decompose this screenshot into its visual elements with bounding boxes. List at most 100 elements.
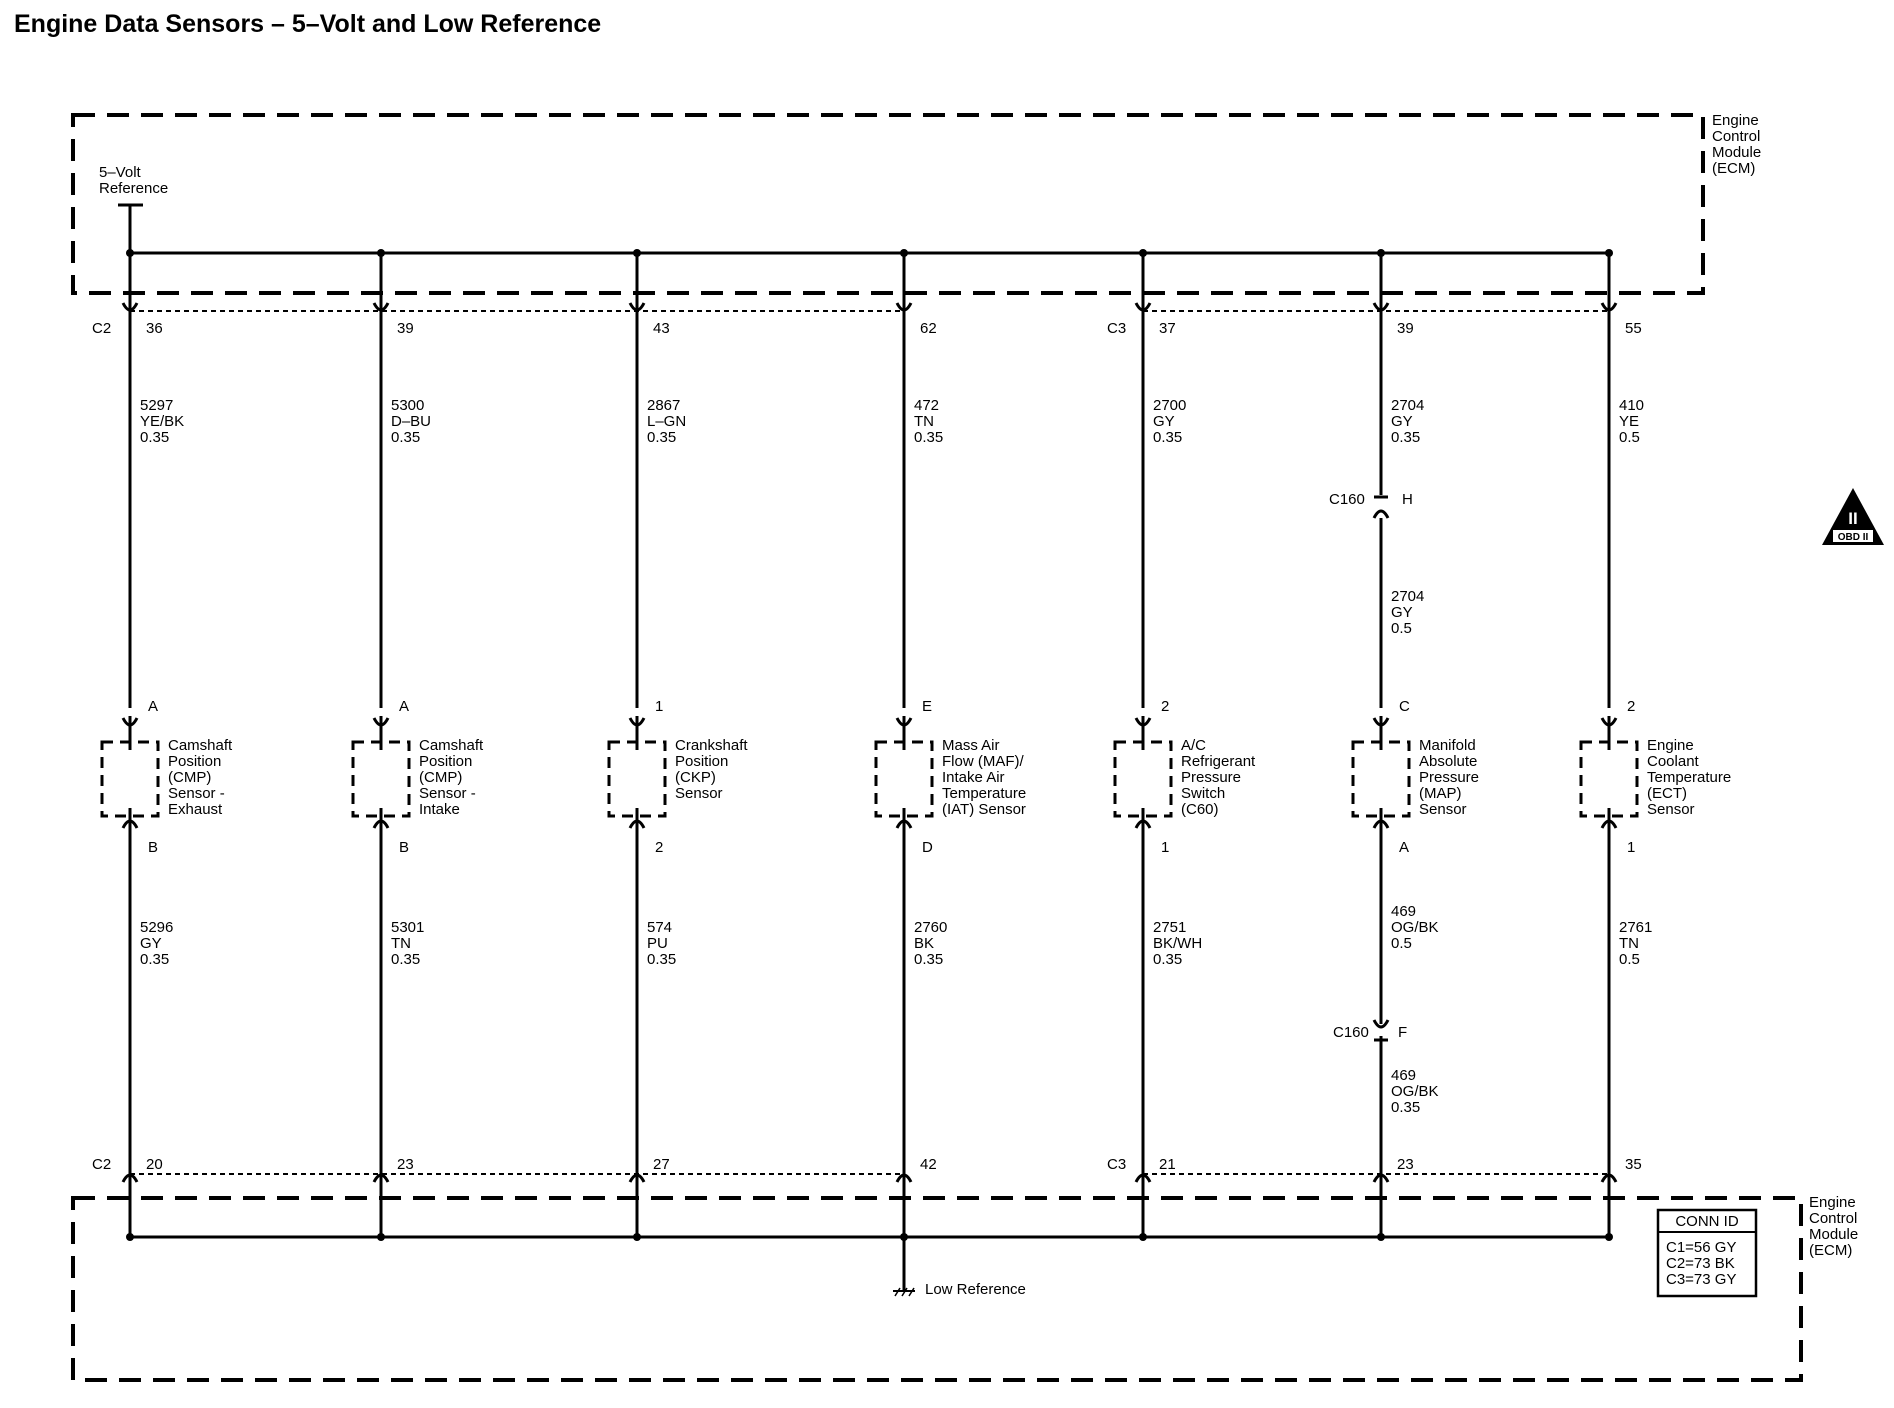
- sensor-name: (ECT): [1647, 785, 1687, 802]
- wire-label-upper: 2704: [1391, 397, 1424, 414]
- sensor-name: (IAT) Sensor: [942, 801, 1026, 818]
- wire-label-lower: 0.5: [1391, 935, 1412, 952]
- wire-label-upper: GY: [1391, 413, 1413, 430]
- sensor-pin-bottom: 1: [1161, 839, 1169, 856]
- svg-text:C3=73 GY: C3=73 GY: [1666, 1271, 1736, 1288]
- sensor-name: Pressure: [1181, 769, 1241, 786]
- connector-label-c2-bottom: C2: [92, 1156, 111, 1173]
- sensor-pin-top: A: [148, 698, 158, 715]
- sensor-name: Sensor -: [168, 785, 225, 802]
- sensor-name: Absolute: [1419, 753, 1477, 770]
- svg-text:5–Volt: 5–Volt: [99, 164, 142, 181]
- svg-text:(ECM): (ECM): [1712, 160, 1755, 177]
- sensor-box: [351, 740, 411, 818]
- ecm-pin-bottom: 42: [920, 1156, 937, 1173]
- ecm-pin-bottom: 27: [653, 1156, 670, 1173]
- sensor-name: Position: [419, 753, 472, 770]
- svg-text:Control: Control: [1809, 1210, 1857, 1227]
- sensor-box: [1579, 740, 1639, 818]
- sensor-name: Switch: [1181, 785, 1225, 802]
- wire-label-lower: 0.35: [140, 951, 169, 968]
- sensor-pin-bottom: B: [148, 839, 158, 856]
- sensor-name: (CMP): [419, 769, 462, 786]
- ecm-bottom-label: Engine Control Module (ECM): [1809, 1194, 1858, 1259]
- wire-label-upper: 2867: [647, 397, 680, 414]
- wire-label-upper-2: 0.5: [1391, 620, 1412, 637]
- svg-text:Engine: Engine: [1809, 1194, 1856, 1211]
- svg-text:C2=73 BK: C2=73 BK: [1666, 1255, 1735, 1272]
- svg-text:C160: C160: [1329, 491, 1365, 508]
- sensor-name: Sensor: [675, 785, 723, 802]
- sensor-pin-top: E: [922, 698, 932, 715]
- obd-ii-badge: II OBD II: [1822, 488, 1884, 545]
- svg-text:(ECM): (ECM): [1809, 1242, 1852, 1259]
- wire-label-lower: PU: [647, 935, 668, 952]
- svg-text:C160: C160: [1333, 1024, 1369, 1041]
- ecm-pin-top: 36: [146, 320, 163, 337]
- sensor-circuits: 36205297YE/BK0.355296GY0.35ABCamshaftPos…: [100, 249, 1731, 1241]
- ecm-top-box: [71, 113, 1705, 295]
- wire-label-lower: TN: [391, 935, 411, 952]
- sensor-name: Mass Air: [942, 737, 1000, 754]
- page-title: Engine Data Sensors – 5–Volt and Low Ref…: [14, 10, 602, 38]
- sensor-pin-bottom: 2: [655, 839, 663, 856]
- wire-label-upper: 2700: [1153, 397, 1186, 414]
- sensor-name: (CKP): [675, 769, 716, 786]
- svg-text:Control: Control: [1712, 128, 1760, 145]
- wire-label-upper: 0.35: [140, 429, 169, 446]
- wire-label-lower: 2751: [1153, 919, 1186, 936]
- sensor-pin-bottom: A: [1399, 839, 1409, 856]
- wire-label-lower: 5296: [140, 919, 173, 936]
- wire-label-upper: 0.35: [647, 429, 676, 446]
- sensor-pin-bottom: B: [399, 839, 409, 856]
- connector-label-c3-top: C3: [1107, 320, 1126, 337]
- wire-label-upper: 5300: [391, 397, 424, 414]
- circuit-column: 37212700GY0.352751BK/WH0.3521A/CRefriger…: [1113, 249, 1256, 1241]
- ecm-pin-bottom: 21: [1159, 1156, 1176, 1173]
- wire-label-upper: GY: [1153, 413, 1175, 430]
- connector-label-c3-bottom: C3: [1107, 1156, 1126, 1173]
- wire-label-upper: 0.35: [914, 429, 943, 446]
- sensor-name: Camshaft: [419, 737, 484, 754]
- svg-text:Reference: Reference: [99, 180, 168, 197]
- five-volt-reference: 5–Volt Reference: [99, 164, 168, 253]
- connector-label-c2-top: C2: [92, 320, 111, 337]
- circuit-column: 5535410YE0.52761TN0.521EngineCoolantTemp…: [1579, 249, 1731, 1241]
- wire-label-lower: 5301: [391, 919, 424, 936]
- svg-text:Low Reference: Low Reference: [925, 1281, 1026, 1298]
- sensor-name: Temperature: [942, 785, 1026, 802]
- svg-text:II: II: [1848, 509, 1857, 528]
- wire-label-upper: YE/BK: [140, 413, 184, 430]
- sensor-box: [100, 740, 160, 818]
- sensor-name: Coolant: [1647, 753, 1700, 770]
- wire-label-upper-2: GY: [1391, 604, 1413, 621]
- sensor-name: Intake: [419, 801, 460, 818]
- ecm-pin-bottom: 23: [397, 1156, 414, 1173]
- inline-connector-c160-top: C160 H: [1329, 491, 1413, 508]
- wire-label-lower: BK/WH: [1153, 935, 1202, 952]
- sensor-name: Intake Air: [942, 769, 1005, 786]
- sensor-name: Position: [675, 753, 728, 770]
- ecm-pin-top: 37: [1159, 320, 1176, 337]
- ecm-pin-top: 55: [1625, 320, 1642, 337]
- wire-label-lower: 469: [1391, 903, 1416, 920]
- low-reference-ground: Low Reference: [893, 1237, 1026, 1298]
- sensor-name: Flow (MAF)/: [942, 753, 1024, 770]
- wire-label-upper: 472: [914, 397, 939, 414]
- sensor-name: Sensor: [1647, 801, 1695, 818]
- sensor-pin-bottom: 1: [1627, 839, 1635, 856]
- wire-label-lower: 0.35: [914, 951, 943, 968]
- wire-label-lower: GY: [140, 935, 162, 952]
- wire-label-lower: 2761: [1619, 919, 1652, 936]
- sensor-pin-top: 2: [1627, 698, 1635, 715]
- svg-text:OBD II: OBD II: [1838, 532, 1869, 543]
- svg-text:F: F: [1398, 1024, 1407, 1041]
- sensor-pin-top: 1: [655, 698, 663, 715]
- svg-text:Module: Module: [1809, 1226, 1858, 1243]
- sensor-name: Position: [168, 753, 221, 770]
- sensor-name: Pressure: [1419, 769, 1479, 786]
- wire-label-lower: 574: [647, 919, 672, 936]
- sensor-name: Crankshaft: [675, 737, 748, 754]
- ecm-pin-top: 39: [397, 320, 414, 337]
